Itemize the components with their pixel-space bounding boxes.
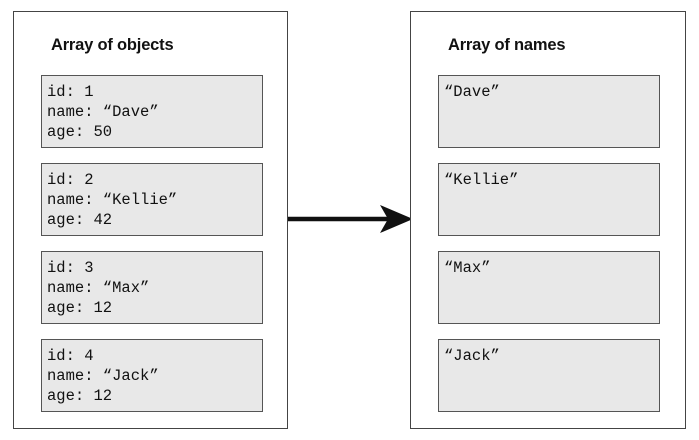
name-value: “Jack” <box>444 347 500 365</box>
object-name: name: “Jack” <box>47 367 159 385</box>
object-id: id: 3 <box>47 259 94 277</box>
object-id: id: 2 <box>47 171 94 189</box>
objects-array-panel: Array of objects id: 1 name: “Dave” age:… <box>13 11 288 429</box>
object-age: age: 42 <box>47 211 113 229</box>
name-value: “Kellie” <box>444 171 519 189</box>
object-card: id: 3 name: “Max” age: 12 <box>41 251 263 324</box>
transform-arrow <box>288 205 413 233</box>
name-card: “Max” <box>438 251 660 324</box>
object-age: age: 50 <box>47 123 113 141</box>
arrow-head <box>380 205 413 233</box>
object-card: id: 1 name: “Dave” age: 50 <box>41 75 263 148</box>
name-card: “Kellie” <box>438 163 660 236</box>
name-card: “Jack” <box>438 339 660 412</box>
object-card: id: 2 name: “Kellie” age: 42 <box>41 163 263 236</box>
object-card: id: 4 name: “Jack” age: 12 <box>41 339 263 412</box>
name-value: “Dave” <box>444 83 500 101</box>
objects-array-title: Array of objects <box>51 36 174 54</box>
object-id: id: 1 <box>47 83 94 101</box>
object-age: age: 12 <box>47 387 113 405</box>
name-card: “Dave” <box>438 75 660 148</box>
object-name: name: “Kellie” <box>47 191 178 209</box>
name-value: “Max” <box>444 259 491 277</box>
object-name: name: “Dave” <box>47 103 159 121</box>
object-name: name: “Max” <box>47 279 150 297</box>
object-age: age: 12 <box>47 299 113 317</box>
names-array-title: Array of names <box>448 36 566 54</box>
object-id: id: 4 <box>47 347 94 365</box>
names-array-panel: Array of names “Dave” “Kellie” “Max” “Ja… <box>410 11 686 429</box>
